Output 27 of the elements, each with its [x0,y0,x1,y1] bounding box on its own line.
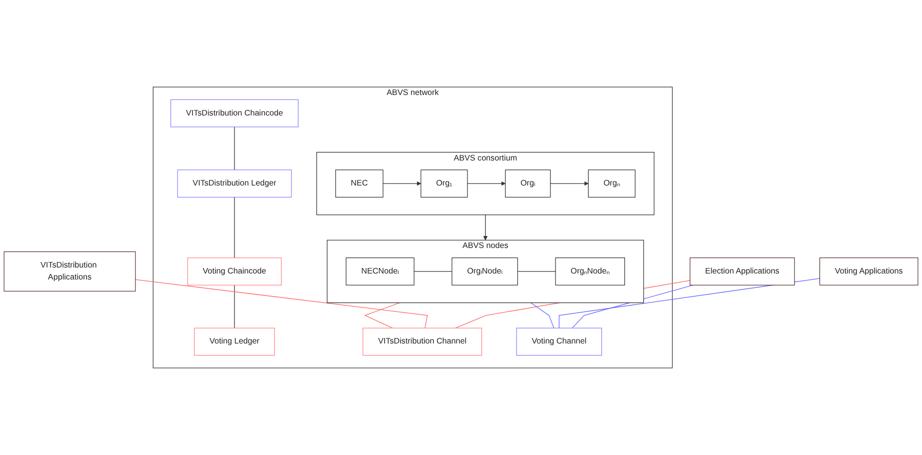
arrow [550,181,588,186]
node-box: Orgₙ [588,170,636,198]
arrow [483,214,488,240]
connector [414,271,452,272]
node-box: Orgᵢ [505,170,551,198]
node-box: Voting Applications [820,258,918,286]
connector [234,284,235,328]
connector [530,302,554,328]
node-box: Voting Channel [516,328,602,356]
node-box: NECNodeᵢ [346,258,414,286]
connector [135,279,428,328]
node-box: Election Applications [690,258,795,286]
node-box: Voting Chaincode [187,258,282,286]
node-box: OrgₙNodeₙ [555,258,625,286]
node-box: VITsDistribution Applications [4,252,136,292]
connector [234,126,235,170]
connector [234,196,235,258]
node-box: Voting Ledger [194,328,275,356]
arrow [382,181,422,186]
node-box: VITsDistribution Chaincode [170,99,298,128]
node-box: Org₁ [420,170,468,198]
node-box: NEC [335,170,384,198]
node-box: VITsDistribution Channel [362,328,482,356]
node-box: VITsDistribution Ledger [177,170,292,198]
arrow [467,181,506,186]
node-box: OrgᵢNodeᵢ [452,258,518,286]
connector [517,271,556,272]
